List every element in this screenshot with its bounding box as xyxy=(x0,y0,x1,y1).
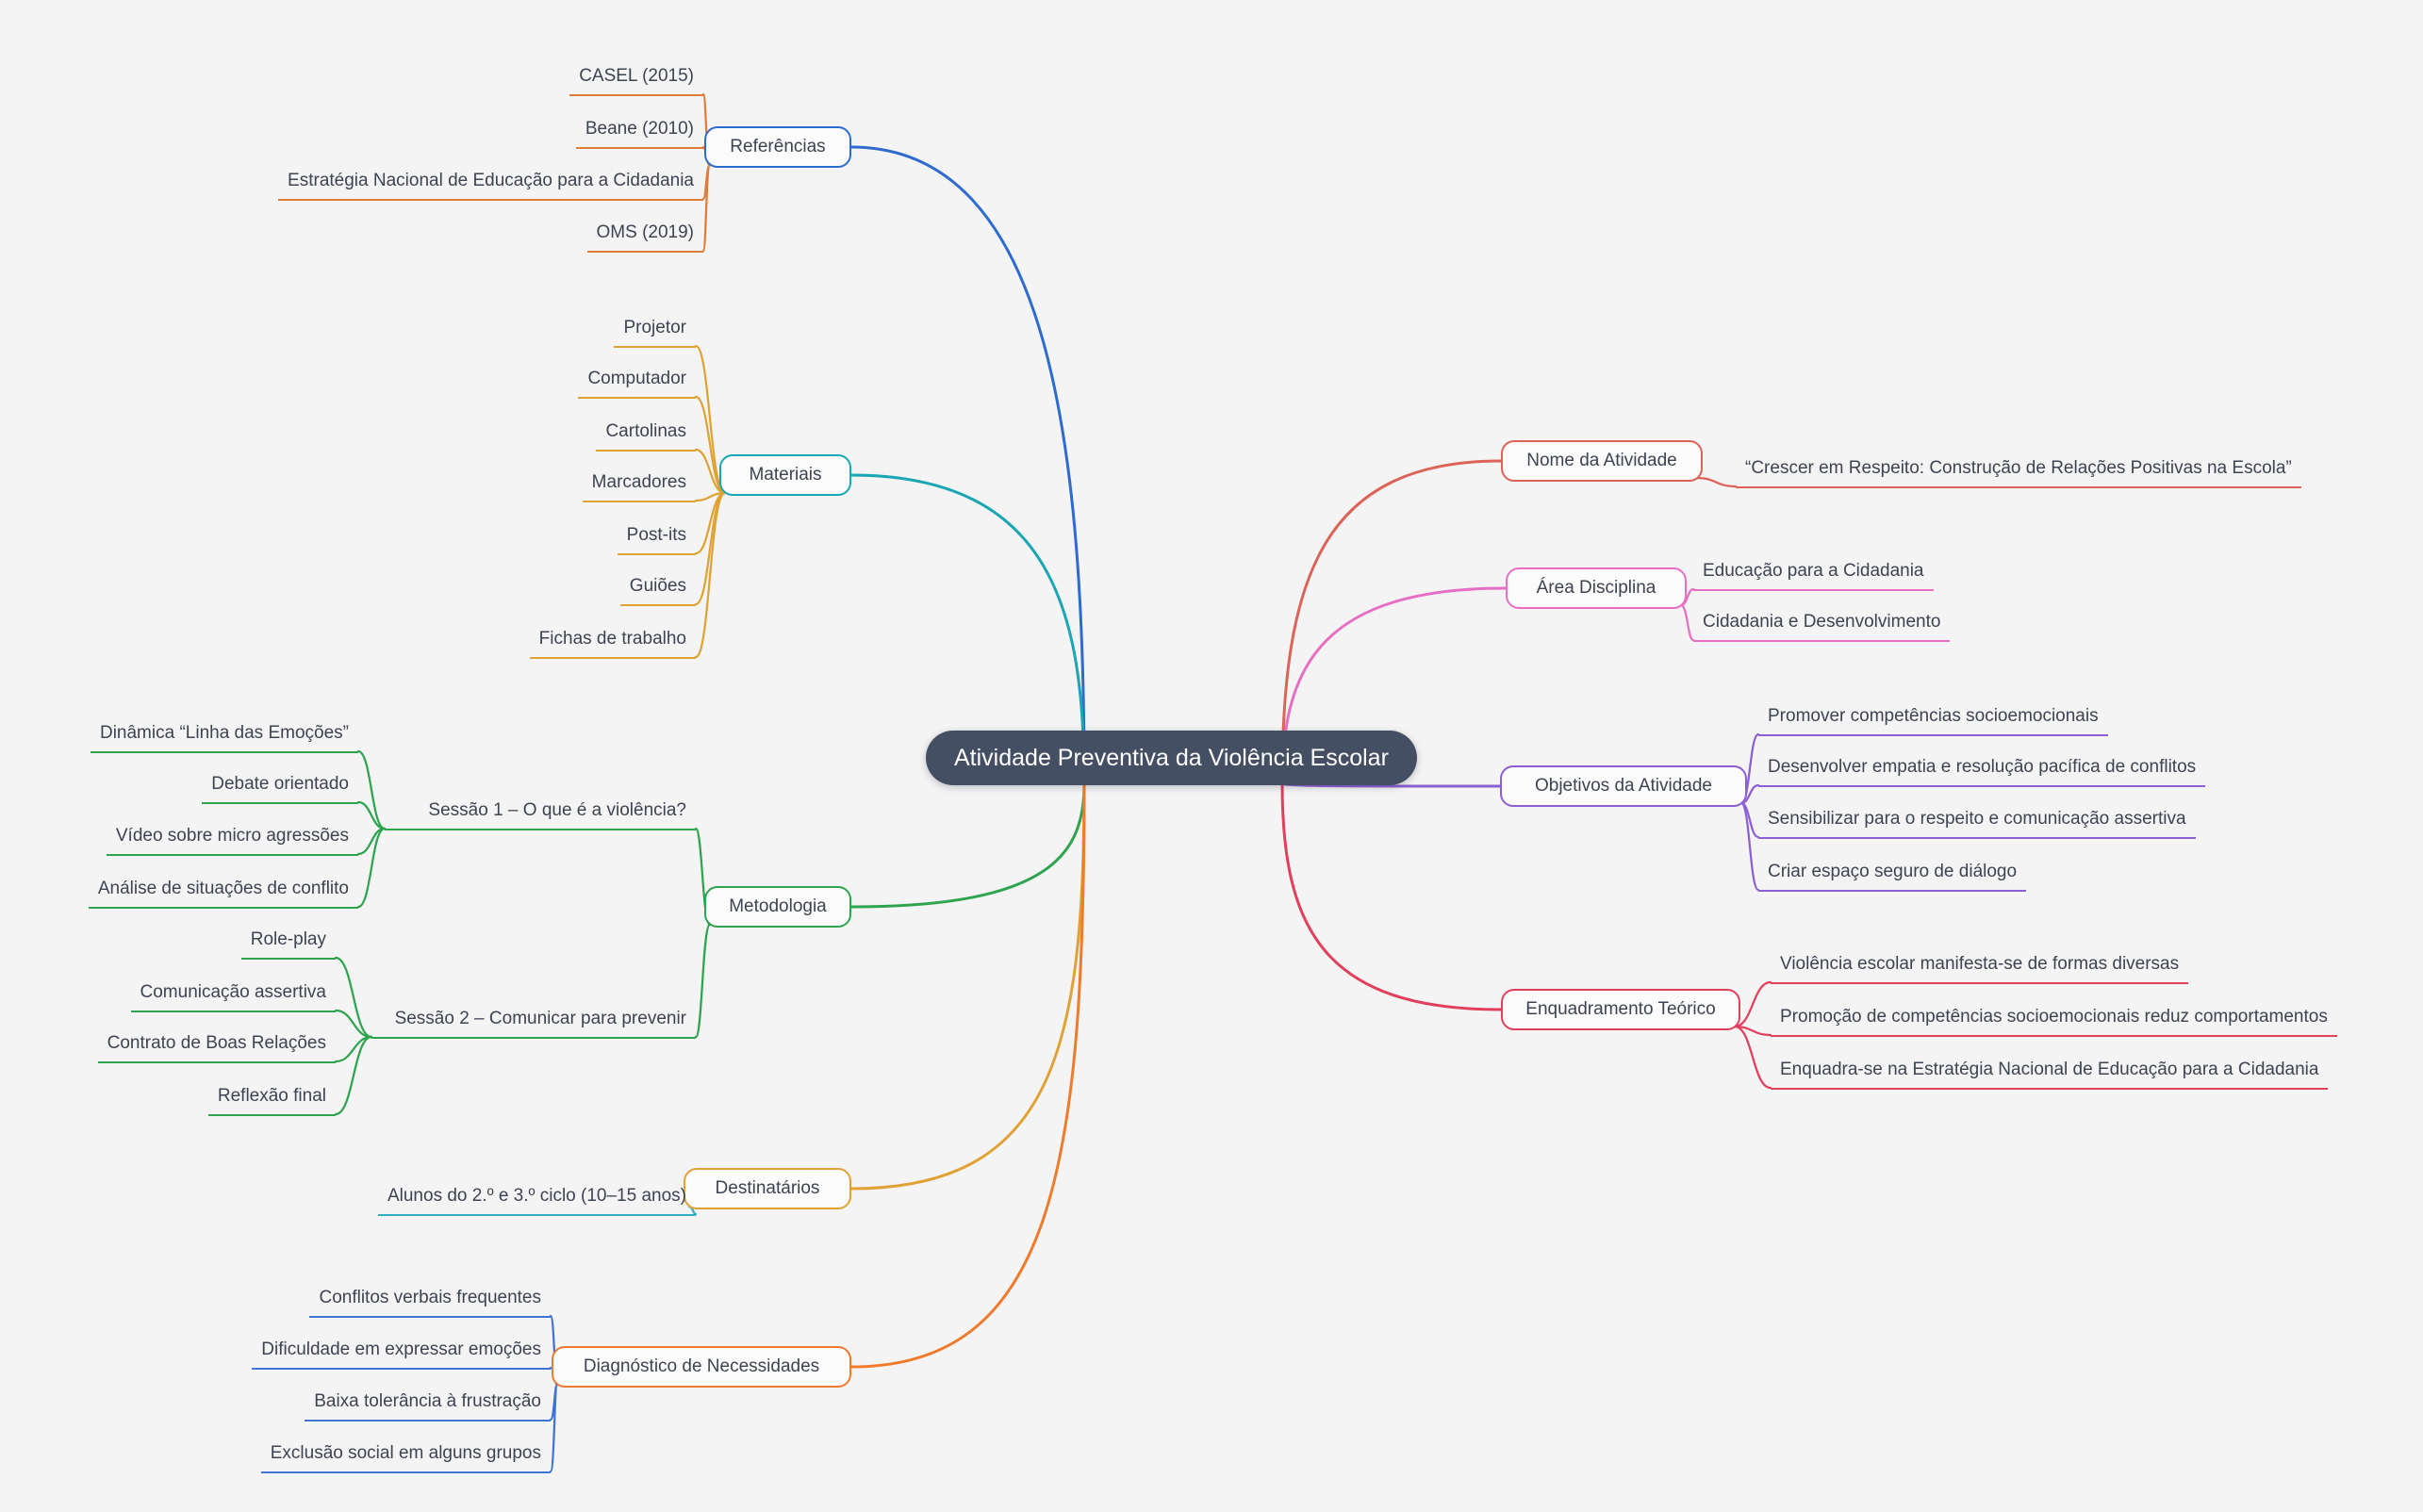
link-enquadramento-item-0 xyxy=(1733,980,1772,1028)
node-objetivos[interactable]: Objetivos da Atividade xyxy=(1500,765,1747,807)
leaf-enquadramento-2[interactable]: Enquadra-se na Estratégia Nacional de Ed… xyxy=(1771,1058,2329,1090)
leaf-referencias-3[interactable]: OMS (2019) xyxy=(586,221,703,253)
leaf-materiais-4[interactable]: Post-its xyxy=(617,523,696,555)
leaf-sessao2[interactable]: Sessão 2 – Comunicar para prevenir xyxy=(371,1007,696,1039)
leaf-objetivos-3[interactable]: Criar espaço seguro de diálogo xyxy=(1758,860,2027,892)
link-center-metodologia xyxy=(849,781,1086,909)
leaf-materiais-2[interactable]: Cartolinas xyxy=(596,419,696,452)
link-sessao1-item-3 xyxy=(356,827,387,909)
leaf-materiais-5[interactable]: Guiões xyxy=(619,574,696,606)
link-nome-item-0 xyxy=(1695,476,1738,488)
node-referencias[interactable]: Referências xyxy=(704,126,851,168)
leaf-sessao2-2[interactable]: Contrato de Boas Relações xyxy=(97,1031,336,1063)
link-center-diagnostico xyxy=(849,781,1086,1369)
leaf-materiais-6[interactable]: Fichas de trabalho xyxy=(529,627,696,659)
leaf-destinatarios-0[interactable]: Alunos do 2.º e 3.º ciclo (10–15 anos) xyxy=(377,1184,696,1216)
leaf-enquadramento-0[interactable]: Violência escolar manifesta-se de formas… xyxy=(1771,952,2189,984)
link-sessao2-item-1 xyxy=(334,1009,373,1039)
node-area-disciplina[interactable]: Área Disciplina xyxy=(1506,567,1687,609)
link-sessao2-item-0 xyxy=(334,956,373,1039)
leaf-enquadramento-1[interactable]: Promoção de competências socioemocionais… xyxy=(1771,1005,2337,1037)
link-materiais-item-2 xyxy=(694,448,727,495)
link-center-referencias xyxy=(849,145,1086,785)
leaf-sessao1[interactable]: Sessão 1 – O que é a violência? xyxy=(385,798,696,830)
link-materiais-item-5 xyxy=(694,491,727,606)
link-center-materiais xyxy=(849,473,1086,785)
leaf-sessao1-1[interactable]: Debate orientado xyxy=(202,772,358,804)
node-destinatarios[interactable]: Destinatários xyxy=(684,1168,851,1209)
leaf-diagnostico-2[interactable]: Baixa tolerância à frustração xyxy=(305,1389,551,1422)
leaf-referencias-1[interactable]: Beane (2010) xyxy=(575,117,703,149)
leaf-area-0[interactable]: Educação para a Cidadania xyxy=(1693,559,1934,591)
node-diagnostico[interactable]: Diagnóstico de Necessidades xyxy=(552,1346,851,1388)
leaf-sessao1-2[interactable]: Vídeo sobre micro agressões xyxy=(106,824,358,856)
leaf-referencias-2[interactable]: Estratégia Nacional de Educação para a C… xyxy=(278,169,703,201)
leaf-diagnostico-0[interactable]: Conflitos verbais frequentes xyxy=(309,1286,551,1318)
link-center-enquadramento xyxy=(1280,781,1503,1011)
leaf-materiais-1[interactable]: Computador xyxy=(578,367,696,399)
central-node[interactable]: Atividade Preventiva da Violência Escola… xyxy=(926,731,1417,785)
link-referencias-item-3 xyxy=(701,163,712,253)
leaf-objetivos-1[interactable]: Desenvolver empatia e resolução pacífica… xyxy=(1758,755,2206,787)
link-enquadramento-item-2 xyxy=(1733,1025,1772,1090)
node-metodologia[interactable]: Metodologia xyxy=(704,886,851,928)
leaf-nome-0[interactable]: “Crescer em Respeito: Construção de Rela… xyxy=(1736,456,2301,488)
link-sessao1-item-0 xyxy=(356,749,387,830)
leaf-materiais-0[interactable]: Projetor xyxy=(614,316,696,348)
leaf-objetivos-2[interactable]: Sensibilizar para o respeito e comunicaç… xyxy=(1758,807,2196,839)
leaf-referencias-0[interactable]: CASEL (2015) xyxy=(569,64,703,96)
leaf-sessao2-0[interactable]: Role-play xyxy=(240,928,336,960)
leaf-sessao1-0[interactable]: Dinâmica “Linha das Emoções” xyxy=(90,721,358,753)
link-center-nome xyxy=(1280,459,1503,785)
link-center-destinatarios xyxy=(849,781,1086,1191)
link-objetivos-item-3 xyxy=(1739,801,1760,892)
node-enquadramento[interactable]: Enquadramento Teórico xyxy=(1501,989,1740,1030)
link-diagnostico-item-3 xyxy=(549,1383,559,1473)
link-sessao1-item-1 xyxy=(356,800,387,830)
link-area-item-1 xyxy=(1679,603,1695,642)
leaf-sessao2-1[interactable]: Comunicação assertiva xyxy=(130,980,336,1012)
link-sessao2-item-3 xyxy=(334,1035,373,1116)
leaf-diagnostico-3[interactable]: Exclusão social em alguns grupos xyxy=(260,1441,551,1473)
link-metodologia-sessao2 xyxy=(694,923,712,1039)
node-nome-da-atividade[interactable]: Nome da Atividade xyxy=(1501,440,1703,482)
leaf-objetivos-0[interactable]: Promover competências socioemocionais xyxy=(1758,704,2108,736)
leaf-sessao2-3[interactable]: Reflexão final xyxy=(207,1084,336,1116)
leaf-diagnostico-1[interactable]: Dificuldade em expressar emoções xyxy=(252,1338,551,1370)
link-materiais-item-6 xyxy=(694,491,727,659)
leaf-area-1[interactable]: Cidadania e Desenvolvimento xyxy=(1693,610,1951,642)
leaf-materiais-3[interactable]: Marcadores xyxy=(582,470,696,502)
node-materiais[interactable]: Materiais xyxy=(719,454,851,496)
leaf-sessao1-3[interactable]: Análise de situações de conflito xyxy=(88,877,358,909)
